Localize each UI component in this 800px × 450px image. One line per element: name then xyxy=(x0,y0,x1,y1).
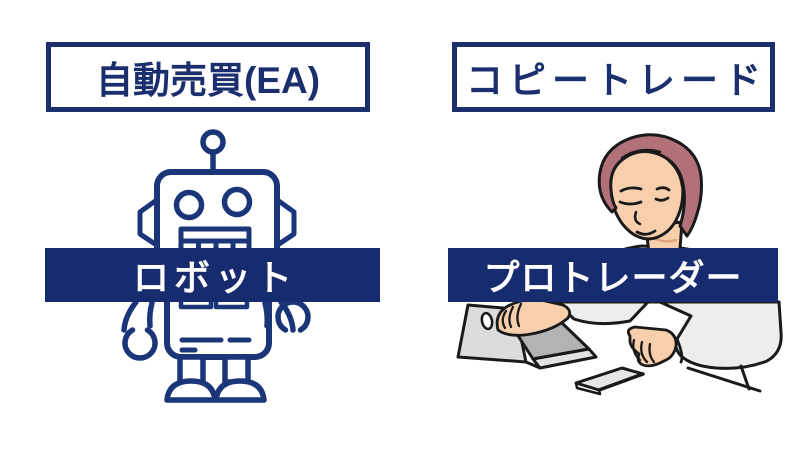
trader-hair xyxy=(597,133,703,238)
robot-right-leg xyxy=(222,354,251,385)
banner-pro-trader-label: プロトレーダー xyxy=(483,257,743,298)
trader-nose xyxy=(633,210,642,226)
trader-left-eyebrow xyxy=(619,186,643,193)
robot-left-eye xyxy=(173,189,205,221)
trader-left-hand xyxy=(495,298,572,337)
trader-right-eye xyxy=(654,196,670,202)
header-copy-trade: コピートレード xyxy=(452,42,775,112)
robot-left-leg xyxy=(177,354,206,385)
trader-right-arm-sleeve xyxy=(658,300,783,370)
robot-right-gripper xyxy=(275,299,311,333)
header-auto-trading-label: 自動売買(EA) xyxy=(95,60,321,101)
robot-left-foot xyxy=(164,378,218,403)
trader-right-hand xyxy=(626,325,678,368)
banner-pro-trader: プロトレーダー xyxy=(448,248,778,302)
header-auto-trading: 自動売買(EA) xyxy=(46,42,370,112)
banner-robot: ロボット xyxy=(45,248,380,302)
banner-robot-label: ロボット xyxy=(132,257,297,298)
trader-left-eye xyxy=(618,200,643,206)
laptop-logo-hole xyxy=(480,311,494,331)
robot-antenna-ball xyxy=(200,129,226,155)
robot-right-foot xyxy=(213,378,267,403)
robot-left-arm xyxy=(121,299,139,333)
trader-mouth xyxy=(635,229,657,236)
trader-right-eyebrow xyxy=(655,186,671,192)
laptop-keyboard-deck xyxy=(531,347,598,370)
trader-left-sleeve xyxy=(554,300,650,326)
robot-left-gripper xyxy=(122,327,158,361)
header-copy-trade-label: コピートレード xyxy=(466,60,767,101)
robot-right-eye xyxy=(221,186,253,218)
